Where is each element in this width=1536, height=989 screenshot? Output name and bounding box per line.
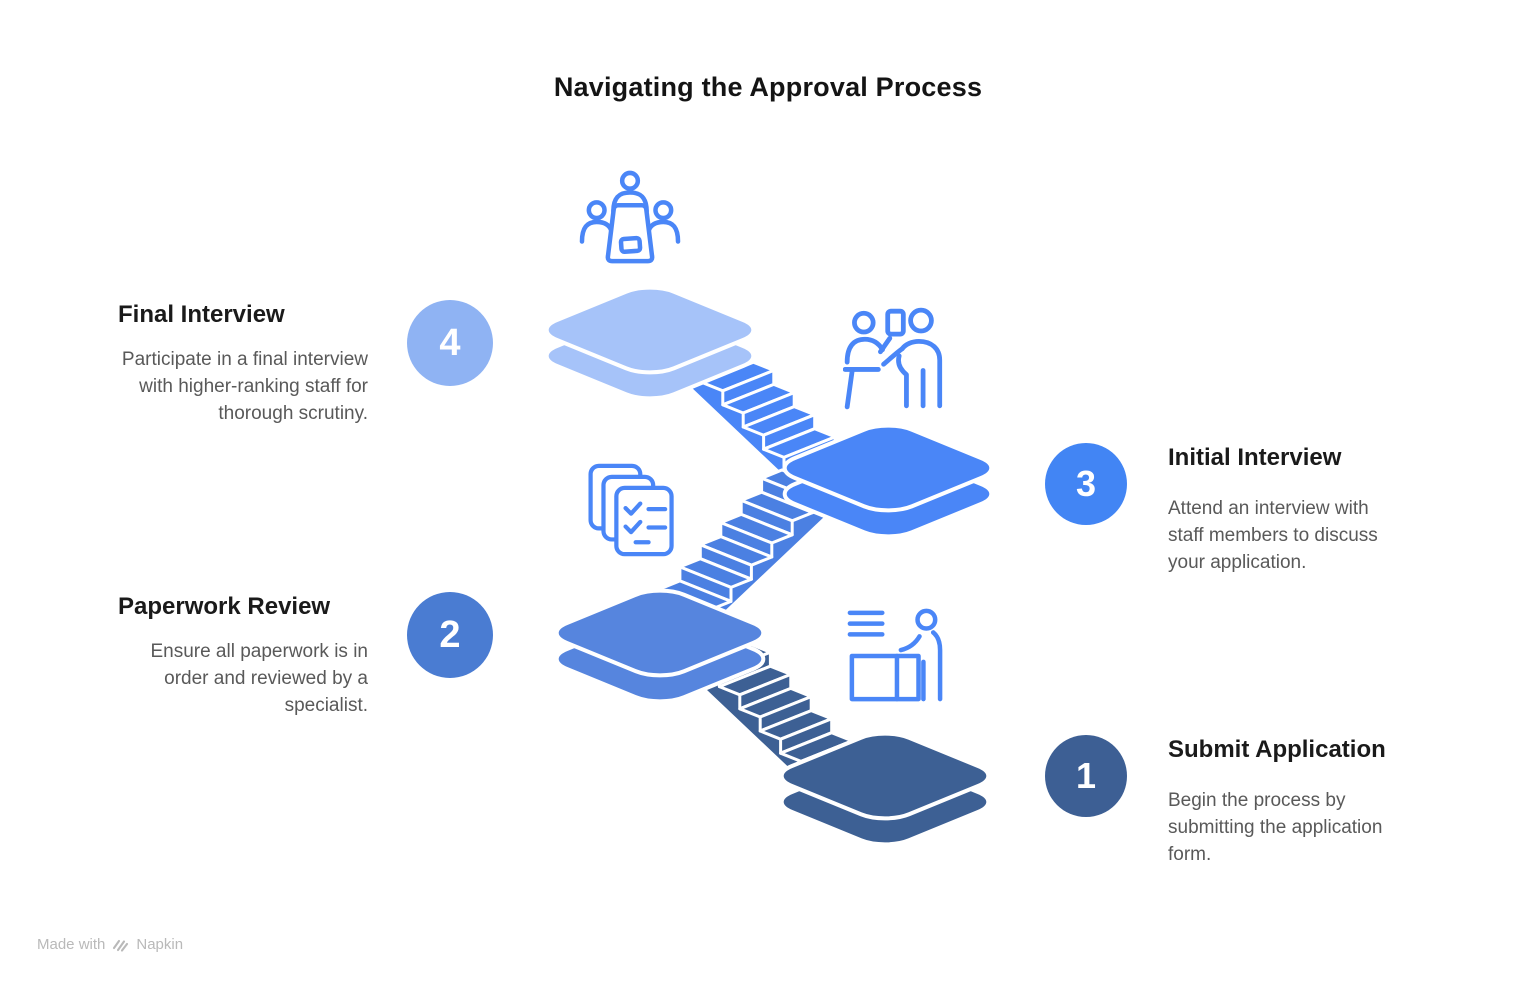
step-3-title: Initial Interview: [1168, 444, 1342, 471]
meeting-table-icon: [578, 170, 682, 268]
step-2-description: Ensure all paperwork is in order and rev…: [150, 641, 368, 716]
interview-icon: [842, 306, 947, 410]
napkin-brand-label: Napkin: [136, 936, 184, 953]
step-3-description: Attend an interview with staff members t…: [1168, 498, 1378, 573]
step-1-badge: 1: [1045, 735, 1127, 817]
step-1-title: Submit Application: [1168, 736, 1386, 763]
step-2-badge: 2: [407, 592, 493, 678]
submit-desk-icon: [846, 602, 944, 706]
step-2-title: Paperwork Review: [118, 593, 331, 620]
step-4-description: Participate in a final interview with hi…: [121, 349, 368, 424]
checklist-documents-icon: [586, 458, 678, 562]
step-3-block: Initial Interview Attend an interview wi…: [1168, 443, 1408, 576]
step-1-block: Submit Application Begin the process by …: [1168, 735, 1408, 868]
step-4-title: Final Interview: [118, 301, 285, 328]
made-with-label: Made with: [37, 936, 106, 953]
step-2-block: Paperwork Review Ensure all paperwork is…: [118, 592, 368, 719]
napkin-logo-icon: [113, 939, 129, 952]
step-4-badge: 4: [407, 300, 493, 386]
step-3-badge: 3: [1045, 443, 1127, 525]
step-1-description: Begin the process by submitting the appl…: [1168, 790, 1383, 865]
page-title: Navigating the Approval Process: [553, 72, 983, 102]
made-with-napkin: Made with Napkin: [37, 936, 183, 953]
step-4-block: Final Interview Participate in a final i…: [118, 300, 368, 427]
